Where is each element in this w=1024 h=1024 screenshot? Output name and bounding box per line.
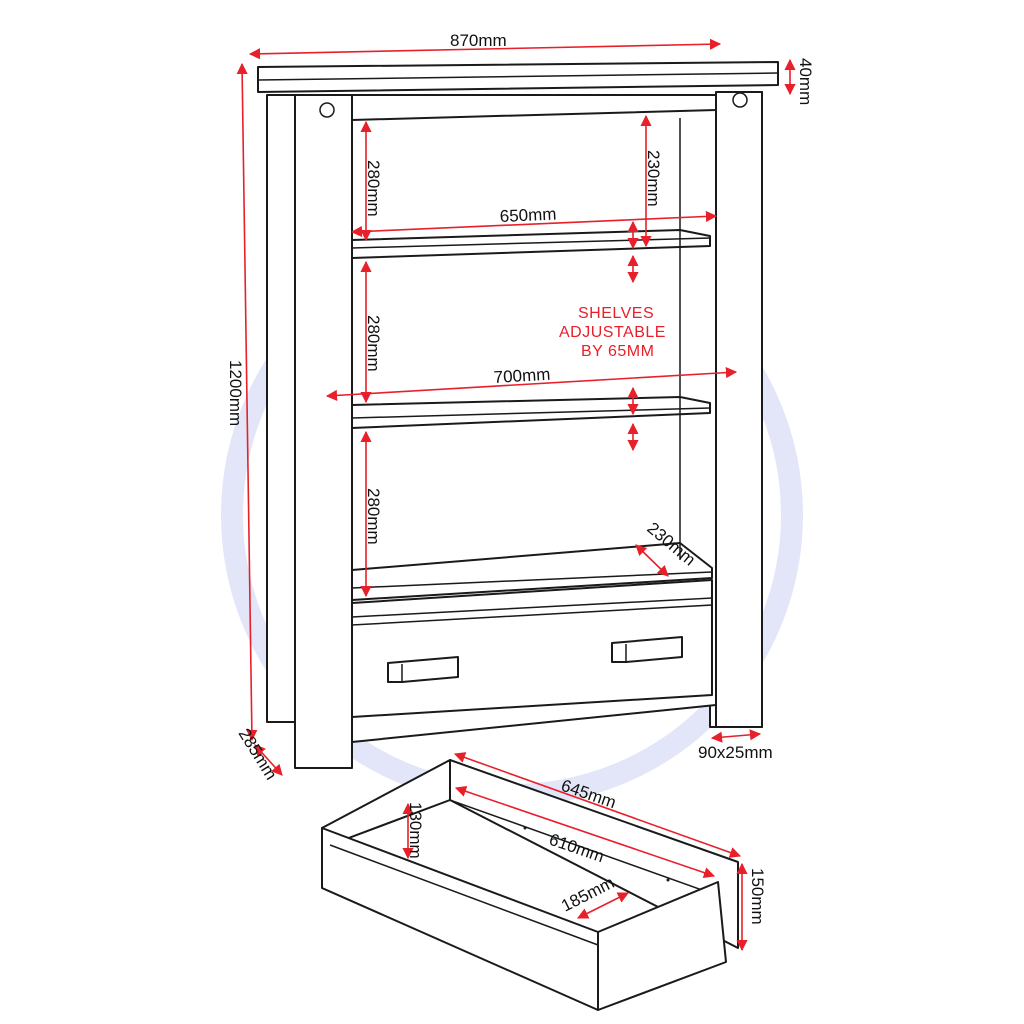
label-depth: 285mm	[235, 725, 281, 783]
label-shelf-gap-middle: 280mm	[364, 315, 383, 372]
label-drawer-inner-depth: 185mm	[558, 873, 617, 916]
label-drawer-height: 150mm	[748, 868, 767, 925]
drawer-handle-right	[611, 636, 683, 663]
label-top-shelf-clear: 230mm	[644, 150, 663, 207]
label-drawer-inner-height: 130mm	[406, 802, 425, 859]
label-middle-shelf-width: 700mm	[493, 365, 551, 387]
top-apron	[351, 94, 717, 121]
label-top-thickness: 40mm	[796, 58, 815, 105]
drawer-front-panel	[321, 827, 599, 1011]
label-shelf-gap-top: 280mm	[364, 160, 383, 217]
note-line-1: SHELVES	[578, 305, 654, 322]
front-right-leg	[715, 91, 763, 728]
label-top-shelf-width: 650mm	[499, 205, 556, 226]
note-line-3: BY 65MM	[581, 343, 654, 360]
back-left-leg	[266, 94, 296, 723]
note-line-2: ADJUSTABLE	[559, 324, 666, 341]
front-left-leg	[294, 94, 353, 769]
drawer-box	[321, 759, 739, 1011]
dimension-lines	[236, 38, 796, 952]
label-overall-height: 1200mm	[226, 360, 245, 426]
bookcase	[257, 61, 779, 769]
label-shelf-gap-bottom: 280mm	[364, 488, 383, 545]
label-leg-size: 90x25mm	[698, 743, 773, 762]
label-overall-width: 870mm	[450, 31, 507, 50]
adjustable-shelves-note: SHELVES ADJUSTABLE BY 65MM	[559, 305, 666, 360]
drawer-handle-left	[387, 656, 459, 683]
